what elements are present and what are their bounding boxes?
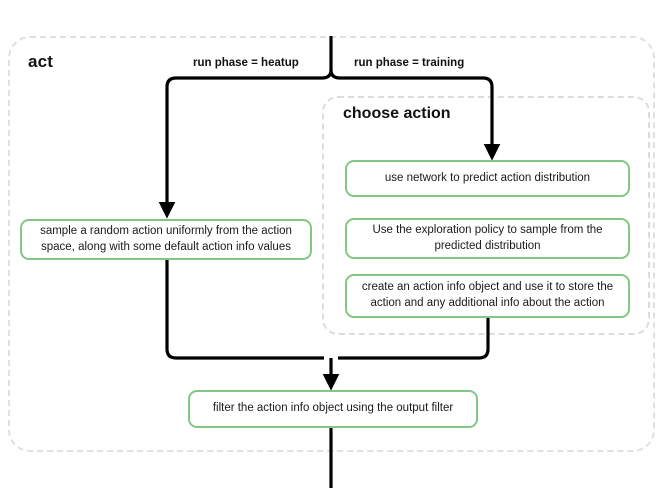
node-use-network-predict[interactable]: use network to predict action distributi…: [345, 160, 630, 197]
node-filter-output[interactable]: filter the action info object using the …: [188, 390, 478, 428]
act-group-label: act: [28, 52, 54, 71]
edge-label-run-phase-training: run phase = training: [354, 57, 465, 69]
node-sample-random-action[interactable]: sample a random action uniformly from th…: [20, 219, 312, 260]
choose-action-group-label: choose action: [343, 105, 451, 122]
node-create-action-info[interactable]: create an action info object and use it …: [345, 274, 630, 318]
edge-label-run-phase-heatup: run phase = heatup: [193, 57, 299, 69]
node-exploration-policy-sample[interactable]: Use the exploration policy to sample fro…: [345, 218, 630, 259]
